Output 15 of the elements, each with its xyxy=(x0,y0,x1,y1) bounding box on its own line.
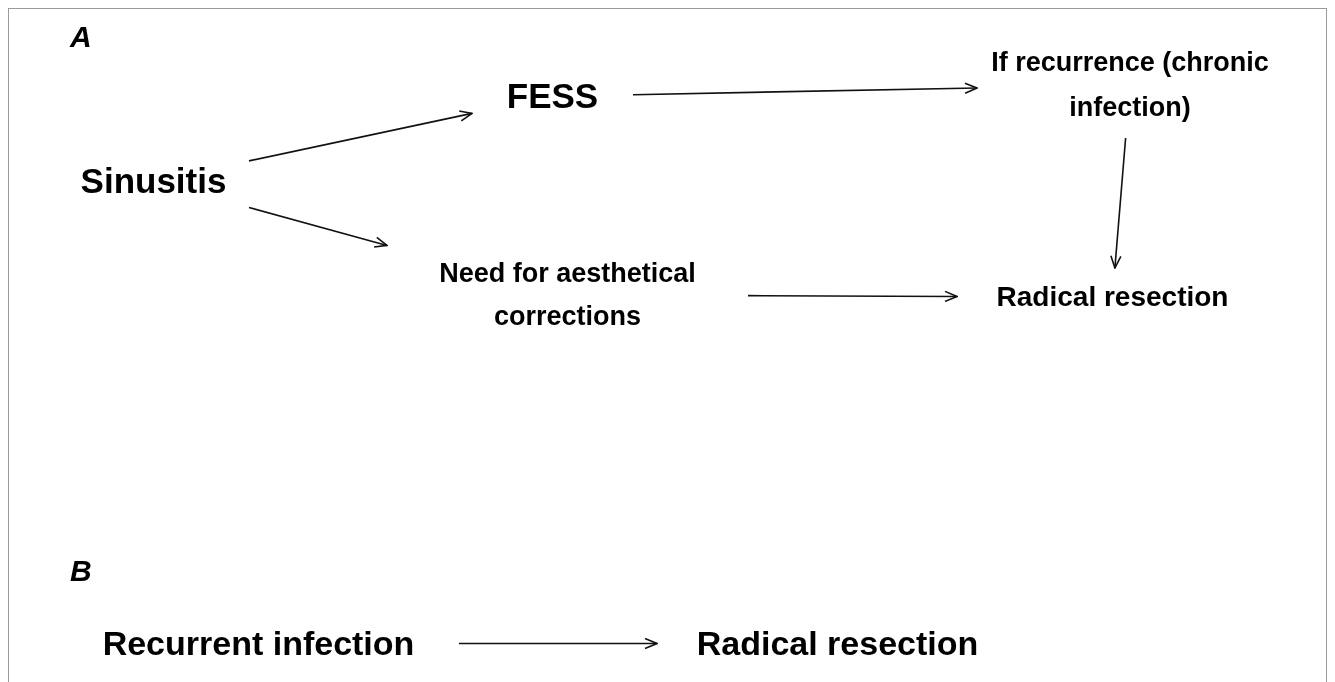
node-text: Radical resection xyxy=(696,623,979,664)
node-text: If recurrence (chronic infection) xyxy=(990,46,1270,124)
panel-letter: A xyxy=(70,22,92,52)
arrow xyxy=(747,290,958,303)
node-text: FESS xyxy=(506,75,599,117)
node-text: Need for aesthetical corrections xyxy=(438,257,697,333)
node-text: Radical resection xyxy=(996,280,1229,314)
arrow xyxy=(632,82,978,96)
arrow xyxy=(248,206,388,248)
arrow xyxy=(248,110,473,162)
node-text: Recurrent infection xyxy=(102,623,415,664)
arrow xyxy=(458,637,658,650)
arrow xyxy=(1110,137,1127,269)
panel-letter: B xyxy=(70,556,92,586)
node-text: Sinusitis xyxy=(80,160,227,202)
